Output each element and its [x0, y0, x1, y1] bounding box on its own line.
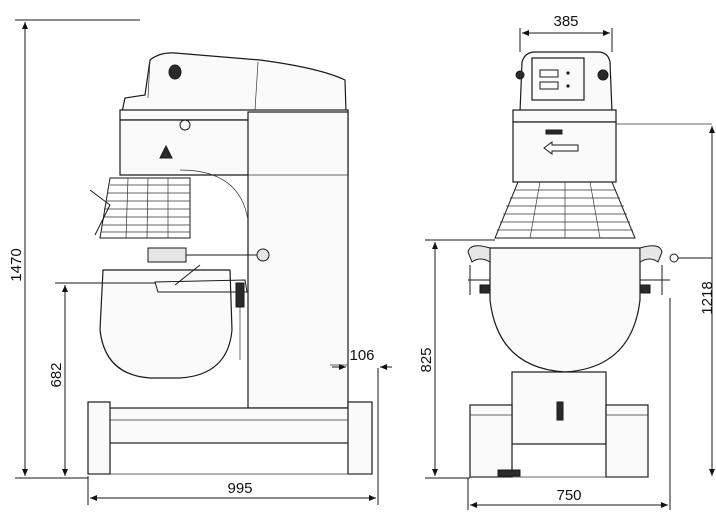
front-bowl-handle-right	[639, 245, 663, 263]
side-head-knob	[168, 64, 182, 80]
front-warning-label	[545, 129, 563, 135]
dim-front-width-top: 385	[553, 13, 578, 30]
front-base-leg-left	[469, 404, 513, 478]
dim-side-height-bowl: 682	[48, 362, 65, 387]
front-control-panel	[531, 57, 585, 101]
side-lever-knob	[256, 248, 270, 262]
dim-front-height-right: 1218	[699, 281, 716, 314]
warning-triangle	[159, 144, 173, 159]
side-view: 1470 682 995 106	[8, 19, 392, 505]
front-guard-cage	[494, 181, 636, 239]
front-head-knob	[597, 69, 609, 81]
side-leg-left	[87, 401, 111, 475]
dim-front-height-bowl: 825	[418, 347, 435, 372]
side-head-cover	[121, 52, 347, 113]
side-lift-arm	[147, 247, 187, 263]
front-body-housing	[512, 121, 617, 183]
dim-side-offset: 106	[349, 347, 374, 364]
side-base-beam	[89, 407, 361, 444]
front-arrow-label	[543, 141, 579, 155]
front-bowl-handle-left	[467, 245, 491, 263]
dim-side-height-total: 1470	[8, 248, 25, 281]
front-column-key	[556, 401, 564, 421]
front-bowl	[489, 247, 641, 373]
dim-front-width-base: 750	[556, 487, 581, 504]
side-bowl	[99, 269, 233, 379]
front-view: 385 825 1218 750	[418, 13, 716, 510]
side-leg-right	[347, 401, 373, 475]
side-guard-cage	[99, 177, 191, 239]
front-base-leg-right	[605, 404, 649, 478]
dim-side-depth: 995	[227, 480, 252, 497]
